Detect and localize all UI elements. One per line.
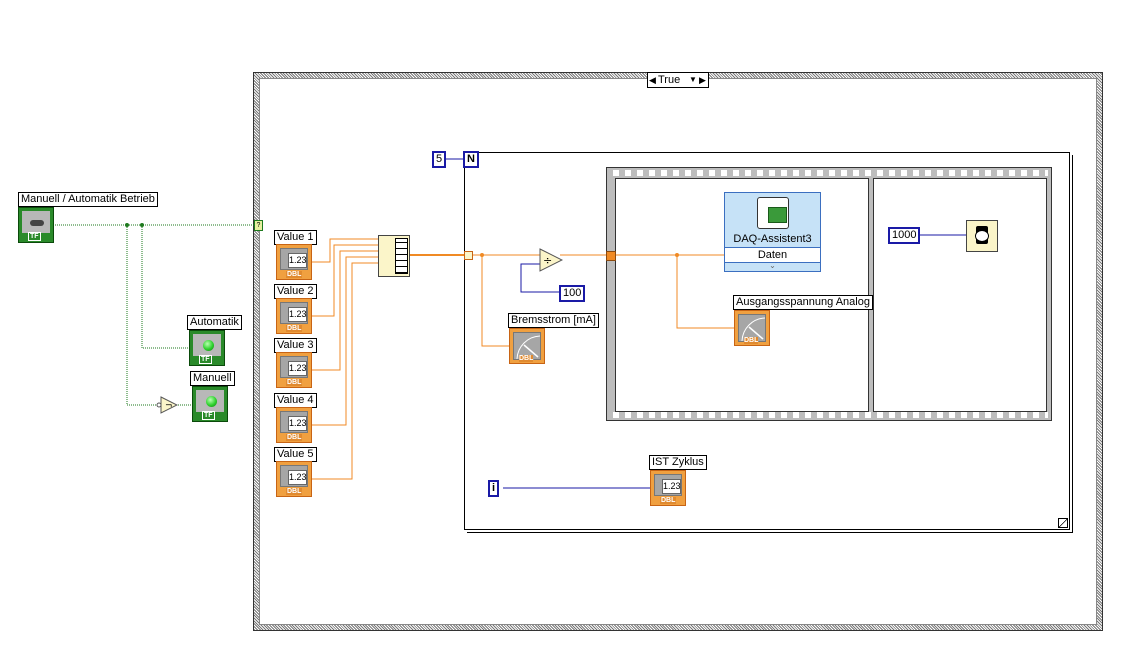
wire-value4 [311, 256, 380, 426]
type-badge: TF [202, 411, 215, 420]
svg-text:¬: ¬ [165, 401, 173, 411]
wire-100 [520, 263, 560, 293]
bremsstrom-gauge[interactable]: DBL [509, 328, 545, 364]
selector-increment-button[interactable]: ▶ [699, 75, 706, 85]
iteration-terminal[interactable]: i [488, 480, 500, 497]
build-array-icon[interactable] [378, 235, 410, 277]
wire-to-automatik [141, 225, 189, 349]
bremsstrom-label: Bremsstrom [mA] [508, 313, 599, 328]
wire-junction [125, 223, 129, 227]
automatik-label: Automatik [187, 315, 242, 330]
sequence-tunnel[interactable] [606, 251, 616, 261]
daq-assistant[interactable]: DAQ-Assistent3 Daten ⌄ [724, 192, 821, 272]
wire-value1 [311, 238, 380, 263]
resize-corner-icon[interactable] [1058, 518, 1068, 528]
ausgangsspannung-label: Ausgangsspannung Analog [733, 295, 873, 310]
value3-label: Value 3 [274, 338, 317, 353]
loop-count-terminal[interactable]: N [463, 151, 479, 168]
manuell-label: Manuell [190, 371, 235, 386]
value5-label: Value 5 [274, 447, 317, 462]
led-icon [206, 396, 217, 407]
int-wires [445, 158, 966, 489]
expand-icon[interactable]: ⌄ [769, 261, 776, 270]
type-badge: TF [199, 355, 212, 364]
switch-label: Manuell / Automatik Betrieb [18, 192, 158, 207]
film-strip-bottom [610, 412, 1048, 418]
daq-card-icon [757, 197, 789, 229]
bool-wires [55, 224, 256, 406]
wire-value5 [311, 262, 380, 480]
ist-zyklus-label: IST Zyklus [649, 455, 707, 470]
toggle-switch-icon [22, 211, 50, 233]
wire-to-ausgang [676, 255, 735, 329]
loop-count-constant[interactable]: 5 [432, 151, 447, 168]
divide-icon[interactable]: ÷ [539, 248, 563, 272]
value2-label: Value 2 [274, 284, 317, 299]
case-selector-tunnel[interactable]: ? [254, 220, 263, 231]
wire-to-not [126, 225, 158, 406]
wire-to-bremsstrom [465, 254, 510, 347]
loop-input-tunnel[interactable] [464, 251, 473, 260]
divisor-constant[interactable]: 100 [559, 285, 586, 302]
selector-decrement-button[interactable]: ◀ [649, 75, 656, 85]
not-gate-icon[interactable]: ¬ [156, 396, 178, 414]
manuell-automatik-switch[interactable]: TF [18, 207, 54, 243]
type-badge: TF [28, 232, 41, 241]
wire-junction [675, 253, 679, 257]
selector-value: True [658, 74, 681, 86]
svg-text:÷: ÷ [543, 254, 552, 267]
film-strip-top [610, 170, 1048, 176]
double-wires [311, 238, 735, 480]
value4-label: Value 4 [274, 393, 317, 408]
wire-value2 [311, 244, 380, 317]
wait-ms-icon[interactable] [966, 220, 998, 252]
wait-ms-constant[interactable]: 1000 [888, 227, 921, 244]
value1-label: Value 1 [274, 230, 317, 245]
wire-junction [480, 253, 484, 257]
daq-input-daten[interactable]: Daten [725, 247, 820, 263]
manuell-indicator[interactable]: TF [192, 386, 228, 422]
wire-junction [140, 223, 144, 227]
chevron-down-icon[interactable]: ▼ [689, 75, 697, 84]
automatik-indicator[interactable]: TF [189, 330, 225, 366]
wire-value3 [311, 250, 380, 371]
sequence-frame-2 [873, 178, 1047, 412]
led-icon [203, 340, 214, 351]
case-selector[interactable]: ◀ True ▼ ▶ [647, 72, 709, 88]
daq-title: DAQ-Assistent3 [733, 233, 812, 245]
ausgangsspannung-gauge[interactable]: DBL [734, 310, 770, 346]
